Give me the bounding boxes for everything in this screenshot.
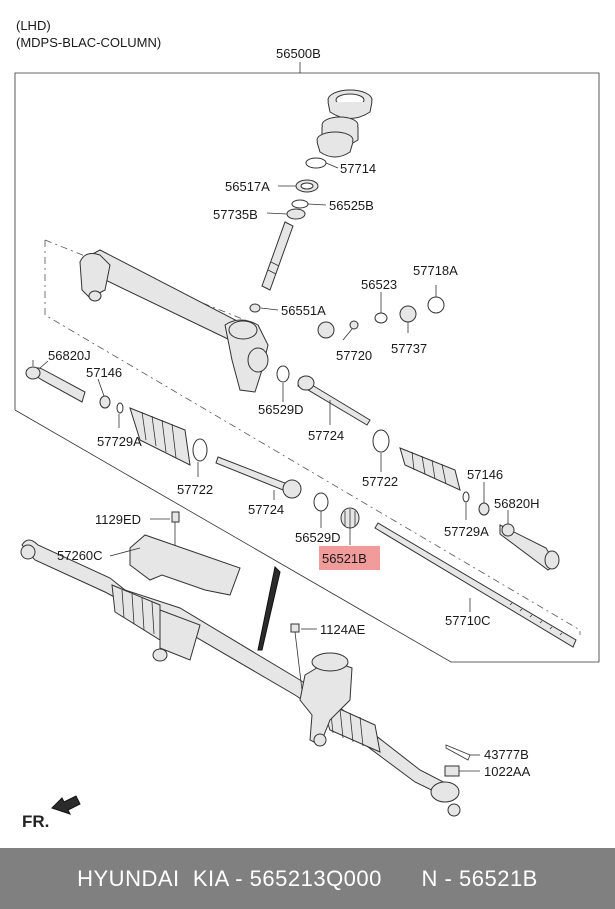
pinion-cover [316, 89, 373, 158]
header-line-1: (LHD) [16, 18, 51, 33]
label-1129ED: 1129ED [95, 512, 141, 527]
nut-57146-right [478, 502, 490, 516]
footer-banner: HYUNDAI KIA - 565213Q000 N - 56521B [0, 848, 615, 909]
gear-housing-upper [79, 249, 269, 393]
boot-left [129, 407, 191, 466]
label-57729A-left: 57729A [97, 434, 142, 449]
label-57722-right: 57722 [362, 474, 398, 489]
label-57146-right: 57146 [467, 467, 503, 482]
nut-57146-left [99, 395, 111, 409]
ring-56525B [291, 199, 309, 209]
label-1022AA: 1022AA [484, 764, 531, 779]
label-57735B: 57735B [213, 207, 258, 222]
label-56529D-lower: 56529D [295, 530, 341, 545]
bushing-56521B [340, 507, 360, 529]
label-1124AE: 1124AE [320, 622, 366, 637]
front-arrow-icon [51, 795, 81, 815]
bearing-56517A [295, 179, 319, 193]
heat-shield-57260C [129, 534, 241, 596]
label-56820J: 56820J [48, 348, 91, 363]
highlight-box [319, 546, 380, 570]
label-56820H: 56820H [494, 496, 540, 511]
inner-tie-rod-lower [215, 456, 302, 499]
label-57720: 57720 [336, 348, 372, 363]
ring-57718A [427, 296, 445, 314]
label-56551A: 56551A [281, 303, 326, 318]
ring-56523 [374, 312, 388, 324]
plug-57737 [399, 305, 417, 323]
tie-rod-end-56820J [25, 360, 86, 403]
label-57729A-right: 57729A [444, 524, 489, 539]
spring-56523-small [349, 320, 359, 330]
label-43777B: 43777B [484, 747, 529, 762]
clip-57729A-left [116, 402, 124, 414]
ring-56529D-upper [276, 365, 290, 383]
label-56521B: 56521B [322, 551, 367, 566]
label-57146-left: 57146 [86, 365, 122, 380]
label-57724-upper: 57724 [308, 428, 344, 443]
clip-57729A-right [462, 491, 470, 503]
label-57718A: 57718A [413, 263, 458, 278]
inner-tie-rod-upper [297, 375, 371, 426]
label-56517A: 56517A [225, 179, 270, 194]
label-57722-left: 57722 [177, 482, 213, 497]
ring-56529D-lower [313, 492, 329, 512]
label-57710C: 57710C [445, 613, 491, 628]
label-56525B: 56525B [329, 198, 374, 213]
rack-bar-57710C [374, 522, 577, 648]
label-57260C: 57260C [57, 548, 103, 563]
label-57737: 57737 [391, 341, 427, 356]
seal-ring-57714 [305, 157, 327, 169]
bolt-1129ED [171, 511, 180, 545]
bearing-57735B [286, 208, 306, 220]
leader-lines [39, 162, 509, 772]
parts-diagram: (LHD) (MDPS-BLAC-COLUMN) 56500B [14, 18, 600, 831]
label-57714: 57714 [340, 161, 376, 176]
cotter-pin-43777B [445, 744, 471, 761]
assembly-label: 56500B [276, 46, 321, 61]
nut-1022AA [444, 765, 460, 777]
boot-right [399, 447, 461, 491]
direction-arrow [257, 565, 281, 651]
assembly-outline [14, 62, 600, 663]
sub-assembly-boundary [44, 240, 581, 635]
pinion-shaft [261, 221, 294, 291]
clamp-57722-left [192, 438, 208, 462]
label-56529D-upper: 56529D [258, 402, 304, 417]
tie-rod-end-56820H [499, 523, 560, 571]
gear-assembly-lower [20, 539, 461, 817]
header-line-2: (MDPS-BLAC-COLUMN) [16, 35, 161, 50]
clamp-57722-right [372, 429, 390, 453]
yoke-57720 [317, 321, 335, 339]
bolt-1124AE [290, 623, 303, 691]
bolt-56551A [249, 303, 261, 313]
label-56523: 56523 [361, 277, 397, 292]
front-label: FR. [22, 812, 49, 831]
label-57724-lower: 57724 [248, 502, 284, 517]
